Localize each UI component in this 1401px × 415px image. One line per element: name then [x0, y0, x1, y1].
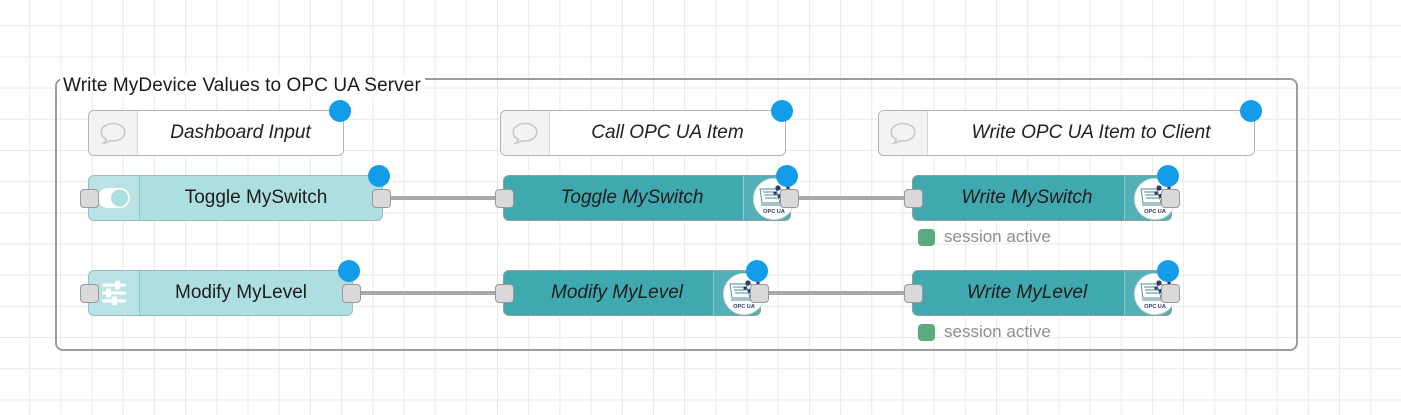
flow-group-container[interactable]: [55, 78, 1298, 351]
node-status-session-active-level: session active: [918, 322, 1051, 342]
opcua-node-label: Write MyLevel: [966, 282, 1088, 303]
node-status-badge[interactable]: [1157, 165, 1179, 187]
node-input-port[interactable]: [495, 189, 514, 208]
node-status-badge[interactable]: [329, 100, 351, 122]
wire-level-call-to-write: [756, 291, 912, 295]
dashboard-node-toggle-myswitch[interactable]: Toggle MySwitch: [80, 165, 391, 221]
wire-toggle-input-to-call: [378, 196, 503, 200]
status-indicator-dot: [918, 228, 935, 246]
status-indicator-dot: [918, 323, 935, 341]
node-output-port[interactable]: [1161, 284, 1180, 303]
node-status-session-active-switch: session active: [918, 227, 1051, 247]
opcua-node-label: Modify MyLevel: [551, 282, 683, 303]
dashboard-node-label: Modify MyLevel: [175, 282, 307, 303]
node-output-port[interactable]: [372, 189, 391, 208]
opcua-write-node-write-mylevel[interactable]: Write MyLevel: [904, 260, 1180, 316]
dashboard-node-label: Toggle MySwitch: [184, 187, 328, 208]
node-status-badge[interactable]: [338, 260, 360, 282]
svg-text:OPC UA: OPC UA: [763, 209, 785, 215]
svg-text:OPC UA: OPC UA: [1144, 209, 1166, 215]
node-input-port[interactable]: [80, 189, 99, 208]
comment-bubble-icon: [879, 111, 928, 155]
comment-bubble-icon: [89, 111, 138, 155]
opc-ua-logo-icon: OPC UA: [753, 178, 795, 220]
node-input-port[interactable]: [904, 189, 923, 208]
node-output-port[interactable]: [342, 284, 361, 303]
node-output-port[interactable]: [1161, 189, 1180, 208]
node-status-badge[interactable]: [776, 165, 798, 187]
comment-node-label: Write OPC UA Item to Client: [971, 122, 1211, 143]
node-input-port[interactable]: [80, 284, 99, 303]
comment-node-write-opc-ua-item-to-client[interactable]: Write OPC UA Item to Client: [878, 100, 1262, 156]
flow-group-title: Write MyDevice Values to OPC UA Server: [60, 75, 425, 97]
opcua-node-label: Toggle MySwitch: [560, 187, 704, 208]
comment-node-call-opc-ua-item[interactable]: Call OPC UA Item: [500, 100, 793, 156]
node-input-port[interactable]: [495, 284, 514, 303]
wire-level-input-to-call: [348, 291, 503, 295]
comment-bubble-icon: [501, 111, 550, 155]
node-status-badge[interactable]: [771, 100, 793, 122]
opcua-call-node-modify-mylevel[interactable]: Modify MyLevel: [495, 260, 769, 316]
node-output-port[interactable]: [750, 284, 769, 303]
comment-node-label: Call OPC UA Item: [591, 122, 744, 143]
svg-text:OPC UA: OPC UA: [733, 304, 755, 310]
opcua-call-node-toggle-myswitch[interactable]: Toggle MySwitch: [495, 165, 799, 221]
status-label: session active: [944, 227, 1051, 246]
node-status-badge[interactable]: [746, 260, 768, 282]
node-output-port[interactable]: [780, 189, 799, 208]
status-label: session active: [944, 322, 1051, 341]
node-status-badge[interactable]: [1157, 260, 1179, 282]
comment-node-label: Dashboard Input: [170, 122, 311, 143]
svg-text:OPC UA: OPC UA: [1144, 304, 1166, 310]
node-input-port[interactable]: [904, 284, 923, 303]
wire-toggle-call-to-write: [786, 196, 912, 200]
node-status-badge[interactable]: [1240, 100, 1262, 122]
comment-node-dashboard-input[interactable]: Dashboard Input: [88, 100, 351, 156]
opcua-write-node-write-myswitch[interactable]: Write MySwitch: [904, 165, 1180, 221]
node-status-badge[interactable]: [368, 165, 390, 187]
dashboard-node-modify-mylevel[interactable]: Modify MyLevel: [80, 260, 361, 316]
opcua-node-label: Write MySwitch: [961, 187, 1093, 208]
